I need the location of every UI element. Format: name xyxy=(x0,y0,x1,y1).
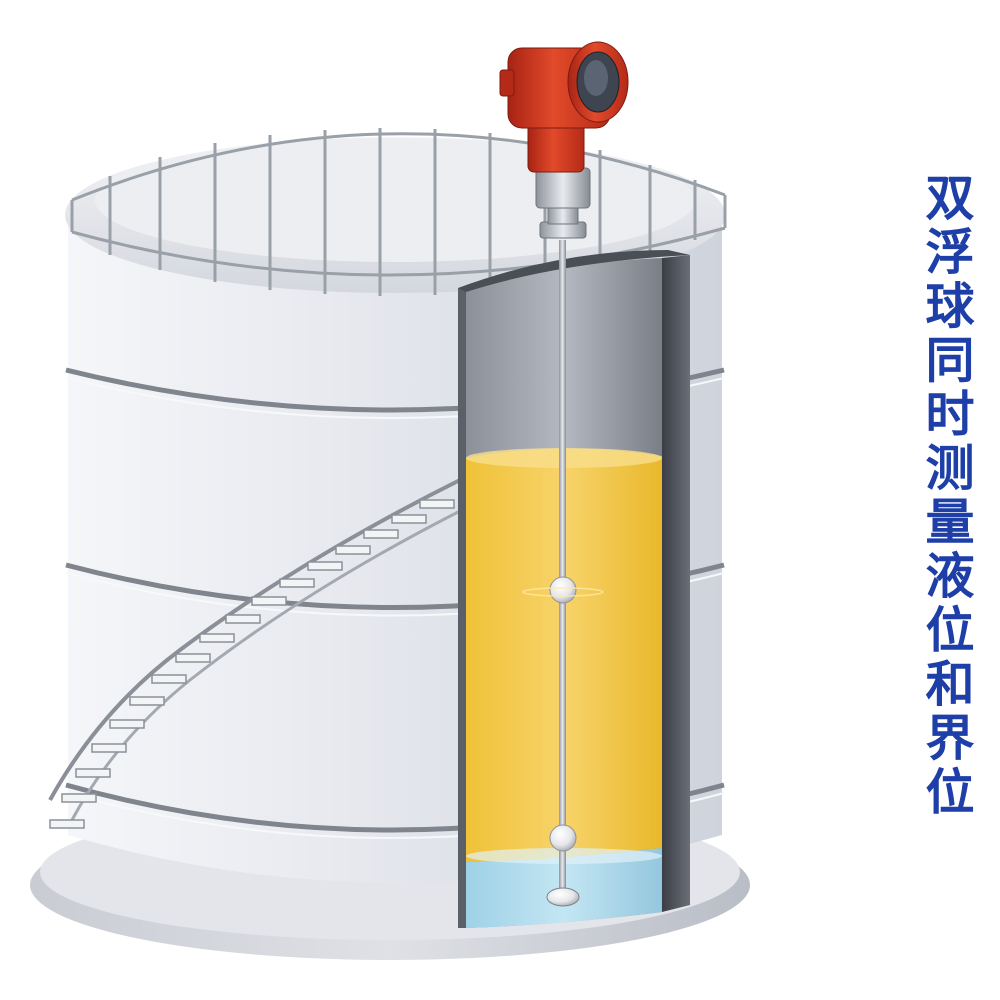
rod-end-weight xyxy=(546,887,580,907)
float-ball-icon xyxy=(549,576,577,604)
spiral-staircase xyxy=(48,478,463,829)
caption-text: 双浮球同时测量液位和界位 xyxy=(925,170,975,821)
level-transmitter-icon xyxy=(499,41,629,239)
guide-rod xyxy=(559,240,566,900)
roof-railing xyxy=(70,128,727,296)
float-ball-icon xyxy=(549,824,577,852)
